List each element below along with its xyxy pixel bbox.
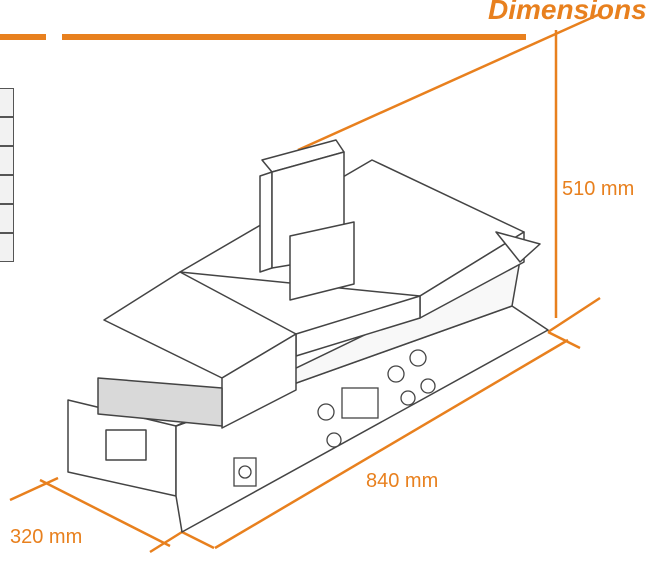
control-knob <box>409 349 427 367</box>
display-panel <box>341 387 379 419</box>
table-row <box>0 204 14 233</box>
control-knob <box>420 378 436 394</box>
length-extension-left <box>181 530 215 550</box>
conveyor-belt <box>97 377 223 427</box>
length-label: 840 mm <box>366 470 439 492</box>
header-rule-left <box>0 34 46 40</box>
height-extension-top <box>297 12 601 152</box>
control-panel <box>233 349 436 487</box>
height-label: 510 mm <box>562 178 635 200</box>
header-rule-right <box>62 34 526 40</box>
width-extension-back <box>9 476 59 502</box>
table-row <box>0 175 14 204</box>
height-extension-bottom <box>547 296 601 334</box>
table-row <box>0 146 14 175</box>
lamp-mount-plate <box>289 221 355 301</box>
table-row <box>0 88 14 117</box>
table-row <box>0 233 14 262</box>
control-knob <box>400 390 416 406</box>
control-knob <box>317 403 335 421</box>
main-switch-knob <box>238 465 252 479</box>
width-extension-front <box>149 530 183 554</box>
length-dimension-line <box>214 338 569 550</box>
spec-table-fragment <box>0 88 16 262</box>
length-extension-right <box>547 330 581 350</box>
machine-body <box>67 139 549 533</box>
control-knob <box>387 365 405 383</box>
width-label: 320 mm <box>10 526 83 548</box>
front-window <box>105 429 147 461</box>
control-knob <box>326 432 342 448</box>
side-flap <box>495 231 541 263</box>
table-row <box>0 117 14 146</box>
dimension-lines <box>9 12 601 554</box>
lamp-side <box>259 171 273 273</box>
page-title: Dimensions <box>488 0 647 25</box>
width-dimension-line <box>39 478 171 548</box>
